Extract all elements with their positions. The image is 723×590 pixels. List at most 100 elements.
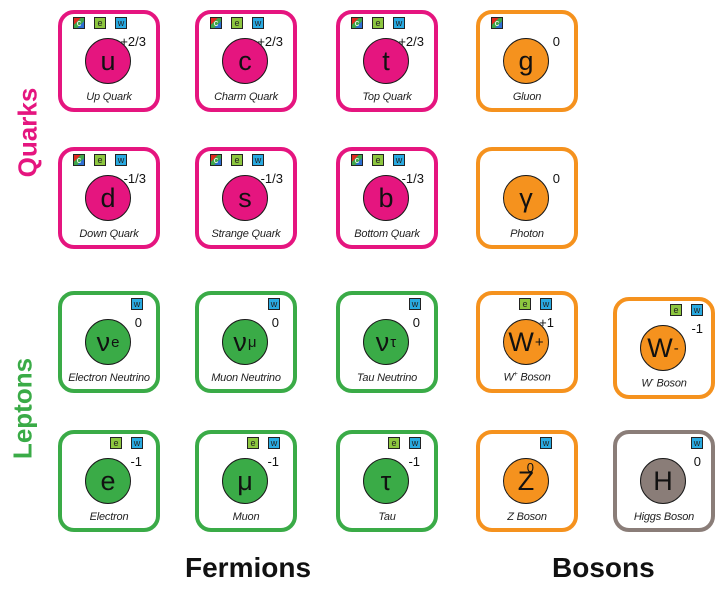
- charge-badges: c e w: [351, 17, 405, 29]
- symbol-text: u: [100, 45, 116, 76]
- weak-charge-badge: w: [409, 298, 421, 310]
- particle-charge: +2/3: [257, 34, 283, 49]
- charge-badges: w: [409, 298, 421, 310]
- particle-symbol: s: [222, 175, 268, 221]
- particle-symbol: γ: [503, 175, 549, 221]
- symbol-text: g: [518, 45, 534, 76]
- particle-symbol: μ: [222, 458, 268, 504]
- particle-card-tau: e w τ -1 Tau: [336, 430, 438, 532]
- particle-card-higgs-boson: w H 0 Higgs Boson: [613, 430, 715, 532]
- particle-charge: -1/3: [401, 171, 424, 186]
- electric-charge-badge: e: [372, 17, 384, 29]
- particle-name: Tau Neutrino: [356, 372, 418, 384]
- name-superscript: -: [651, 377, 654, 385]
- weak-charge-badge: w: [691, 437, 703, 449]
- particle-symbol: t: [363, 38, 409, 84]
- symbol-text: ν: [375, 326, 390, 357]
- electric-charge-badge: e: [519, 298, 531, 310]
- charge-badges: w: [268, 298, 280, 310]
- symbol-text: c: [238, 45, 252, 76]
- particle-charge: 0: [526, 460, 534, 475]
- particle-name: Boson: [517, 372, 551, 384]
- particle-charge: 0: [271, 315, 279, 330]
- electric-charge-badge: e: [372, 154, 384, 166]
- charge-badges: c: [491, 17, 503, 29]
- symbol-text: H: [653, 465, 673, 496]
- particle-name: Up Quark: [86, 91, 132, 103]
- leptons-label: Leptons: [7, 357, 38, 460]
- weak-charge-badge: w: [115, 154, 127, 166]
- particle-charge: +2/3: [398, 34, 424, 49]
- particle-card-w-plus-boson: e w W+ +1 W+ Boson: [476, 291, 578, 393]
- particle-name: Down Quark: [79, 228, 139, 240]
- charge-badges: c e w: [210, 154, 264, 166]
- symbol-text: γ: [519, 182, 533, 213]
- particle-name: Top Quark: [362, 91, 412, 103]
- color-charge-badge: c: [491, 17, 503, 29]
- particle-card-photon: γ 0 Photon: [476, 147, 578, 249]
- particle-name: Higgs Boson: [633, 511, 695, 523]
- symbol-subscript: μ: [247, 333, 257, 351]
- weak-charge-badge: w: [393, 17, 405, 29]
- electric-charge-badge: e: [231, 154, 243, 166]
- symbol-text: W: [508, 326, 534, 357]
- particle-symbol: τ: [363, 458, 409, 504]
- symbol-subscript: τ: [390, 333, 397, 351]
- charge-badges: c e w: [73, 17, 127, 29]
- color-charge-badge: c: [351, 154, 363, 166]
- particle-name: Gluon: [512, 91, 542, 103]
- particle-charge: -1: [408, 454, 420, 469]
- particle-name: Muon Neutrino: [211, 372, 281, 384]
- particle-symbol: H: [640, 458, 686, 504]
- particle-charge: 0: [552, 34, 560, 49]
- symbol-text: ν: [96, 326, 111, 357]
- symbol-superscript: +: [534, 333, 544, 351]
- quarks-label: Quarks: [12, 87, 43, 178]
- particle-symbol: u: [85, 38, 131, 84]
- particle-name: Z Boson: [507, 511, 547, 523]
- electric-charge-badge: e: [110, 437, 122, 449]
- particle-card-w-minus-boson: e w W- -1 W- Boson: [613, 297, 715, 399]
- charge-badges: c e w: [351, 154, 405, 166]
- electric-charge-badge: e: [247, 437, 259, 449]
- name-prefix: W: [641, 378, 652, 390]
- particle-charge: +1: [539, 315, 554, 330]
- symbol-text: ν: [233, 326, 247, 357]
- electric-charge-badge: e: [94, 154, 106, 166]
- weak-charge-badge: w: [540, 298, 552, 310]
- particle-symbol: W-: [640, 325, 686, 371]
- particle-name: Bottom Quark: [354, 228, 420, 240]
- charge-badges: e w: [388, 437, 421, 449]
- symbol-text: t: [382, 45, 390, 76]
- electric-charge-badge: e: [670, 304, 682, 316]
- particle-card-strange: c e w s -1/3 Strange Quark: [195, 147, 297, 249]
- weak-charge-badge: w: [115, 17, 127, 29]
- weak-charge-badge: w: [131, 437, 143, 449]
- color-charge-badge: c: [73, 154, 85, 166]
- particle-name: Strange Quark: [211, 228, 281, 240]
- charge-badges: e w: [670, 304, 703, 316]
- weak-charge-badge: w: [409, 437, 421, 449]
- charge-badges: w: [691, 437, 703, 449]
- charge-badges: e w: [110, 437, 143, 449]
- color-charge-badge: c: [351, 17, 363, 29]
- weak-charge-badge: w: [131, 298, 143, 310]
- symbol-text: d: [100, 182, 116, 213]
- electric-charge-badge: e: [94, 17, 106, 29]
- particle-charge: -1: [130, 454, 142, 469]
- color-charge-badge: c: [210, 154, 222, 166]
- weak-charge-badge: w: [268, 437, 280, 449]
- particle-charge: -1/3: [260, 171, 283, 186]
- particle-name: Photon: [510, 228, 544, 240]
- weak-charge-badge: w: [252, 154, 264, 166]
- particle-card-bottom: c e w b -1/3 Bottom Quark: [336, 147, 438, 249]
- particle-charge: -1: [691, 321, 703, 336]
- symbol-text: Z: [517, 465, 535, 496]
- electric-charge-badge: e: [231, 17, 243, 29]
- particle-card-z-boson: w Z 0 Z Boson: [476, 430, 578, 532]
